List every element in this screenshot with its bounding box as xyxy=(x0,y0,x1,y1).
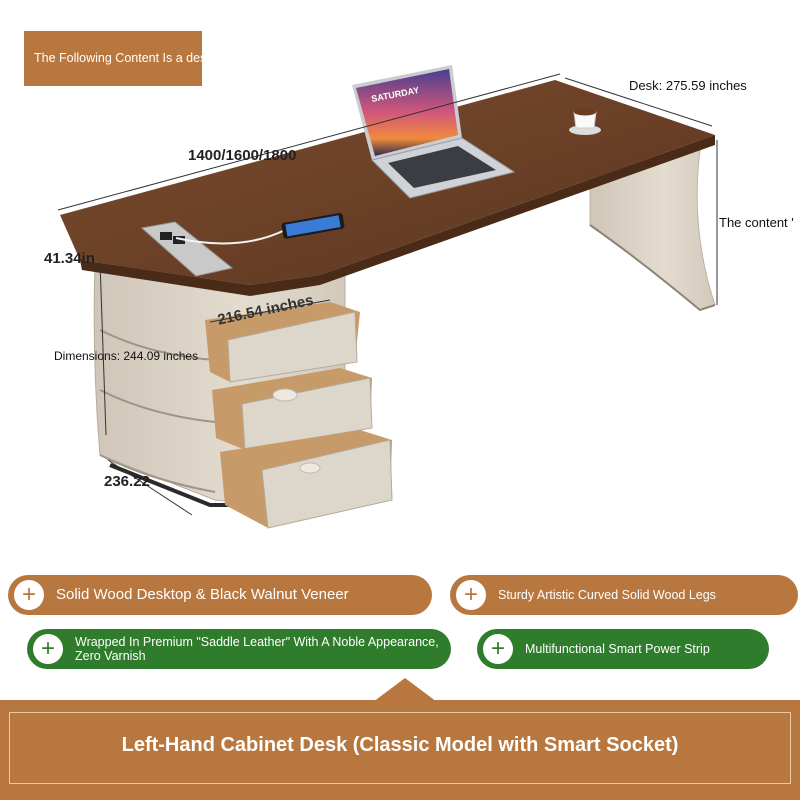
desktop xyxy=(60,80,715,296)
dimensions-label: Dimensions: 244.09 inches xyxy=(54,349,199,363)
feature-label: Solid Wood Desktop & Black Walnut Veneer xyxy=(56,586,349,604)
feature-saddle-leather: + Wrapped In Premium "Saddle Leather" Wi… xyxy=(27,629,451,669)
desk-illustration: SATURDAY xyxy=(57,65,718,529)
top-banner xyxy=(24,31,202,86)
curved-leg xyxy=(589,149,716,312)
desk-length-label: Desk: 275.59 inches xyxy=(629,78,747,93)
footer-frame xyxy=(9,712,791,784)
cabinet-depth-label: 236.22 xyxy=(104,473,150,490)
plus-icon: + xyxy=(33,634,63,664)
laptop: SATURDAY xyxy=(352,65,516,199)
height-label: 41.34in xyxy=(44,250,95,267)
plus-icon: + xyxy=(456,580,486,610)
drawers xyxy=(205,302,393,529)
feature-power-strip: + Multifunctional Smart Power Strip xyxy=(477,629,769,669)
banner-text: The Following Content Is a description o… xyxy=(34,51,714,65)
footer-notch xyxy=(373,678,437,702)
width-options-label: 1400/1600/1800 xyxy=(188,147,297,164)
feature-curved-legs: + Sturdy Artistic Curved Solid Wood Legs xyxy=(450,575,798,615)
feature-wood-desktop: + Solid Wood Desktop & Black Walnut Vene… xyxy=(8,575,432,615)
feature-label: Sturdy Artistic Curved Solid Wood Legs xyxy=(498,587,716,602)
plus-icon: + xyxy=(483,634,513,664)
feature-label: Multifunctional Smart Power Strip xyxy=(525,641,710,656)
footer-title: Left-Hand Cabinet Desk (Classic Model wi… xyxy=(121,734,679,756)
plus-icon: + xyxy=(14,580,44,610)
dimension-lines xyxy=(57,73,718,516)
content-label: The content ' xyxy=(719,215,794,230)
feature-label: Wrapped In Premium "Saddle Leather" With… xyxy=(75,634,439,663)
coffee-cup xyxy=(569,108,601,135)
